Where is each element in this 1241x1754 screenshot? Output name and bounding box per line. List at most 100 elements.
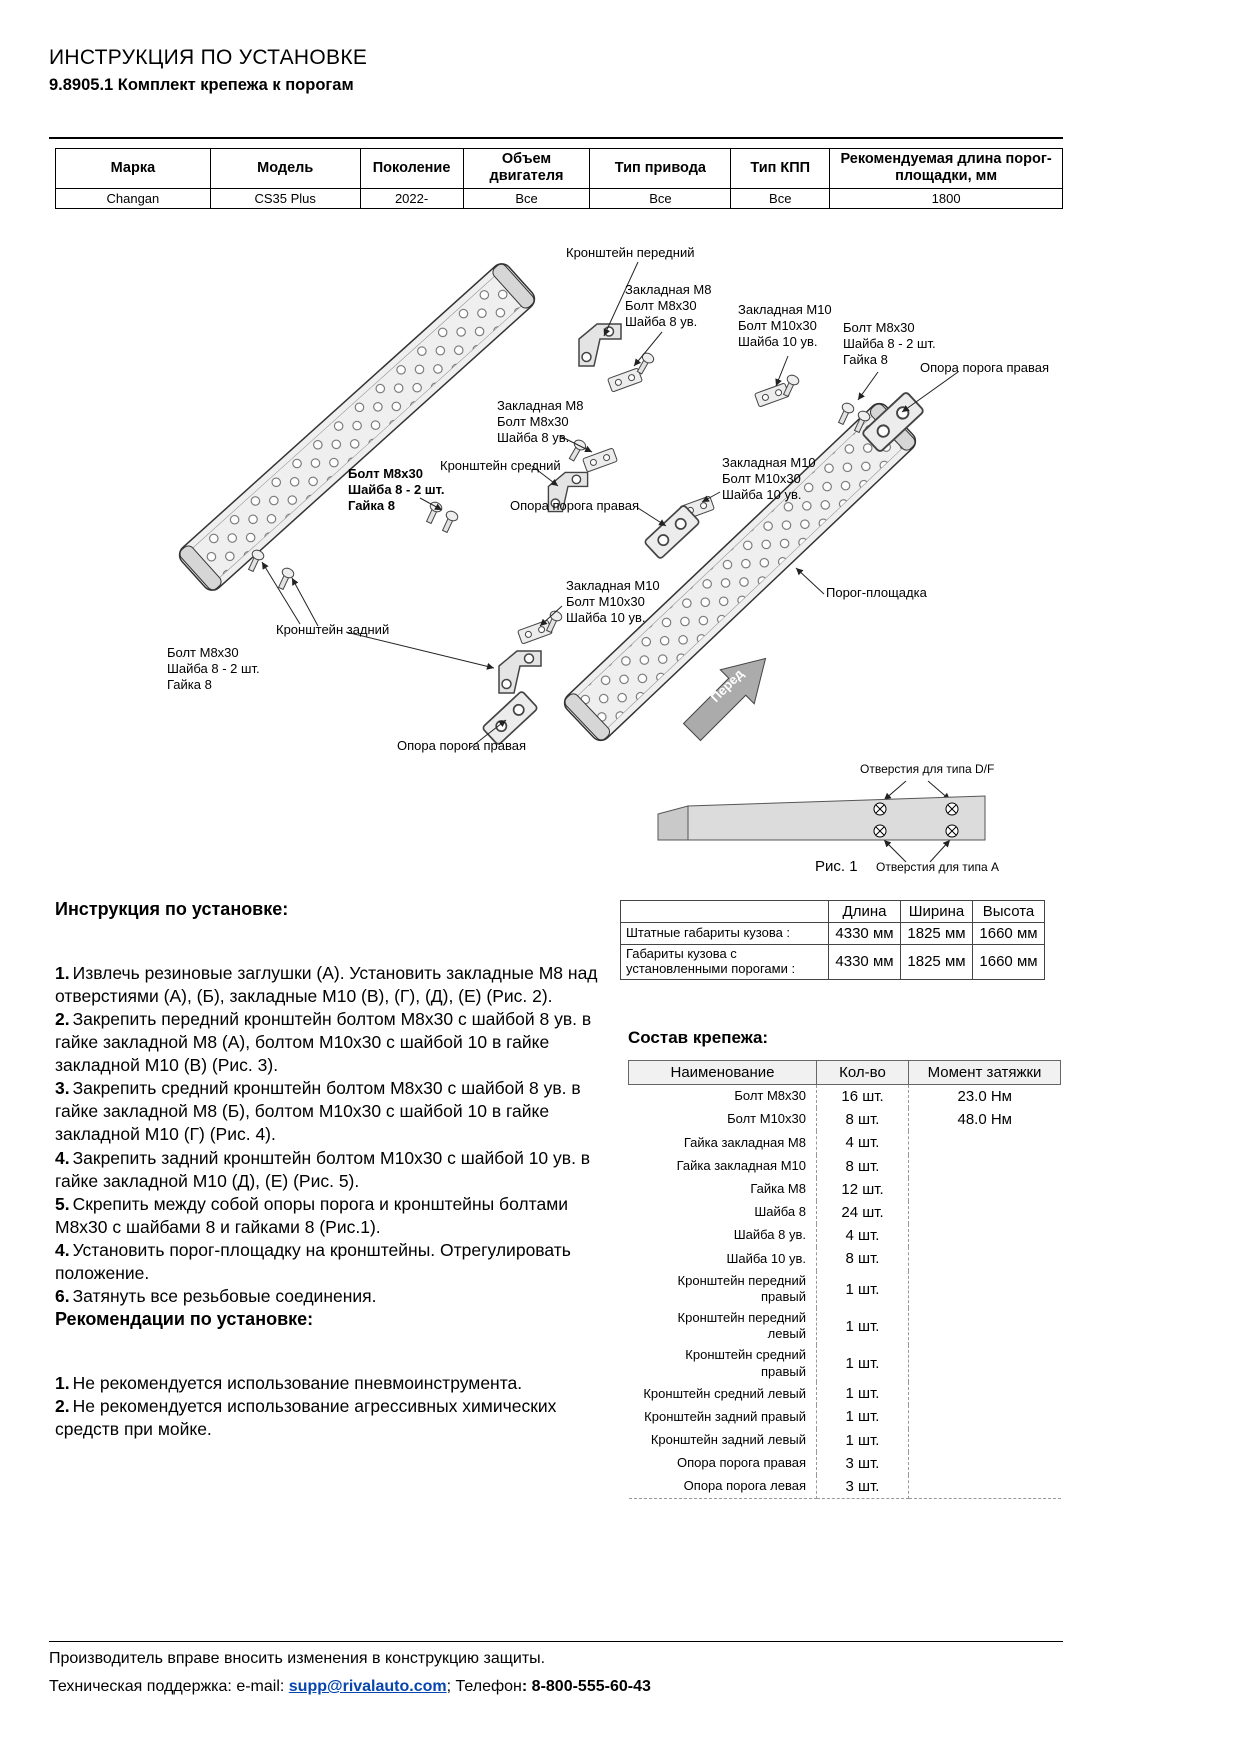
kit-item-qty: 8 шт. xyxy=(816,1108,909,1132)
step-text: Установить порог-площадку на кронштейны.… xyxy=(55,1239,571,1283)
instruction-step: 3.Закрепить средний кронштейн болтом М8х… xyxy=(55,1077,615,1146)
kit-item-qty: 16 шт. xyxy=(816,1084,909,1109)
support-email-link[interactable]: supp@rivalauto.com xyxy=(288,1678,447,1695)
cell-engine: Все xyxy=(462,187,591,209)
step-text: Затянуть все резьбовые соединения. xyxy=(72,1286,377,1307)
col-header: Тип привода xyxy=(589,148,732,189)
diagram-label-holes-a: Отверстия для типа А xyxy=(876,860,999,874)
kit-item-qty: 1 шт. xyxy=(816,1428,909,1452)
kit-col-qty: Кол-во xyxy=(816,1060,909,1085)
kit-item-torque xyxy=(908,1475,1061,1500)
kit-header-row: Наименование Кол-во Момент затяжки xyxy=(628,1060,1061,1085)
diagram-label-support-1: Опора порога правая xyxy=(920,360,1050,375)
step-number: 2. xyxy=(55,1008,70,1029)
kit-item-torque xyxy=(909,1131,1061,1154)
kit-item-name: Кронштейн средний правый xyxy=(628,1345,817,1383)
kit-item-torque xyxy=(909,1201,1061,1224)
diagram-label-bolt-set-1: Болт М8х30 Шайба 8 - 2 шт. Гайка 8 xyxy=(843,320,936,367)
step-number: 6. xyxy=(55,1286,70,1307)
diagram-drawing xyxy=(178,261,986,863)
kit-item-name: Кронштейн передний правый xyxy=(628,1270,817,1308)
kit-item-name: Шайба 8 ув. xyxy=(628,1224,817,1248)
diagram-label-embed-m10-3: Закладная М10 Болт М10х30 Шайба 10 ув. xyxy=(566,578,660,625)
col-header: Объем двигателя xyxy=(462,148,591,189)
step-number: 4. xyxy=(55,1239,70,1260)
kit-item-name: Опора порога правая xyxy=(628,1451,817,1475)
page-title: ИНСТРУКЦИЯ ПО УСТАНОВКЕ xyxy=(49,46,368,69)
vehicle-header-row: Марка Модель Поколение Объем двигателя Т… xyxy=(55,148,1063,189)
step-text: Закрепить задний кронштейн болтом М10х30… xyxy=(55,1147,591,1191)
dims-row-label: Штатные габариты кузова : xyxy=(620,922,829,945)
col-header: Рекомендуемая длина порог-площадки, мм xyxy=(829,148,1063,189)
kit-item-torque xyxy=(909,1429,1061,1452)
kit-item-name: Гайка закладная М10 xyxy=(628,1154,817,1178)
cell-brand: Changan xyxy=(55,187,211,209)
kit-item-qty: 12 шт. xyxy=(816,1177,909,1201)
dimensions-table: Длина Ширина Высота Штатные габариты куз… xyxy=(620,900,1045,980)
diagram-label-rear-bracket: Кронштейн задний xyxy=(276,622,390,637)
dims-corner-cell xyxy=(620,900,829,923)
assembly-diagram: Кронштейн передний Закладная М8 Болт М8х… xyxy=(0,240,1241,898)
support-phone: : 8-800-555-60-43 xyxy=(521,1678,651,1695)
header-divider xyxy=(49,137,1063,139)
dims-value: 1660 мм xyxy=(972,944,1045,980)
kit-item-qty: 3 шт. xyxy=(816,1451,909,1475)
dims-col-width: Ширина xyxy=(900,900,973,923)
figure-caption: Рис. 1 xyxy=(815,858,858,875)
dims-col-height: Высота xyxy=(972,900,1045,923)
step-number: 4. xyxy=(55,1147,70,1168)
kit-item-qty: 1 шт. xyxy=(816,1345,909,1383)
kit-row: Шайба 8 ув.4 шт. xyxy=(628,1224,1061,1248)
kit-item-torque xyxy=(909,1178,1061,1201)
cell-generation: 2022- xyxy=(359,187,464,209)
kit-item-qty: 1 шт. xyxy=(816,1307,909,1345)
kit-item-torque xyxy=(909,1382,1061,1405)
dims-row: Габариты кузова с установленными порогам… xyxy=(620,944,1045,980)
kit-item-torque xyxy=(909,1345,1061,1382)
step-text: Закрепить средний кронштейн болтом М8х30… xyxy=(55,1078,581,1145)
kit-item-qty: 3 шт. xyxy=(816,1475,909,1500)
kit-col-torque: Момент затяжки xyxy=(908,1060,1061,1085)
recommendations-title: Рекомендации по установке: xyxy=(55,1309,314,1330)
kit-item-name: Болт М8х30 xyxy=(628,1084,817,1109)
dims-value: 4330 мм xyxy=(828,944,901,980)
diagram-label-bolt-set-3: Болт М8х30 Шайба 8 - 2 шт. Гайка 8 xyxy=(167,645,260,692)
step-text: Извлечь резиновые заглушки (А). Установи… xyxy=(55,962,598,1006)
kit-item-name: Шайба 8 xyxy=(628,1200,817,1225)
col-header: Тип КПП xyxy=(730,148,831,189)
kit-item-qty: 1 шт. xyxy=(816,1270,909,1308)
dims-value: 4330 мм xyxy=(828,922,901,945)
diagram-label-bolt-set-2: Болт М8х30 Шайба 8 - 2 шт. Гайка 8 xyxy=(348,466,445,513)
kit-item-torque xyxy=(909,1271,1061,1308)
kit-item-name: Гайка закладная М8 xyxy=(628,1131,817,1155)
kit-item-name: Кронштейн задний правый xyxy=(628,1405,817,1429)
kit-item-torque: 48.0 Нм xyxy=(957,1111,1012,1129)
step-text: Закрепить передний кронштейн болтом М8х3… xyxy=(55,1008,592,1076)
instruction-step: 1.Извлечь резиновые заглушки (А). Устано… xyxy=(55,962,615,1008)
diagram-label-front-bracket: Кронштейн передний xyxy=(566,245,695,260)
instruction-step: 4.Установить порог-площадку на кронштейн… xyxy=(55,1239,615,1285)
step-number: 5. xyxy=(55,1193,70,1214)
kit-title: Состав крепежа: xyxy=(628,1028,769,1047)
diagram-label-embed-m8-2: Закладная М8 Болт М8х30 Шайба 8 ув. xyxy=(497,398,584,445)
item-number: 2. xyxy=(55,1396,70,1416)
kit-item-torque: 23.0 Нм xyxy=(957,1088,1012,1105)
kit-item-torque xyxy=(909,1405,1061,1428)
item-text: Не рекомендуется использование агрессивн… xyxy=(55,1396,557,1440)
support-prefix: Техническая поддержка: e-mail: xyxy=(49,1678,289,1695)
kit-item-qty: 1 шт. xyxy=(816,1382,909,1406)
footer-divider xyxy=(49,1641,1063,1642)
instruction-step: 6.Затянуть все резьбовые соединения. xyxy=(55,1285,615,1308)
kit-item-torque xyxy=(909,1224,1061,1247)
step-number: 3. xyxy=(55,1078,70,1099)
cell-gearbox: Все xyxy=(730,187,831,209)
